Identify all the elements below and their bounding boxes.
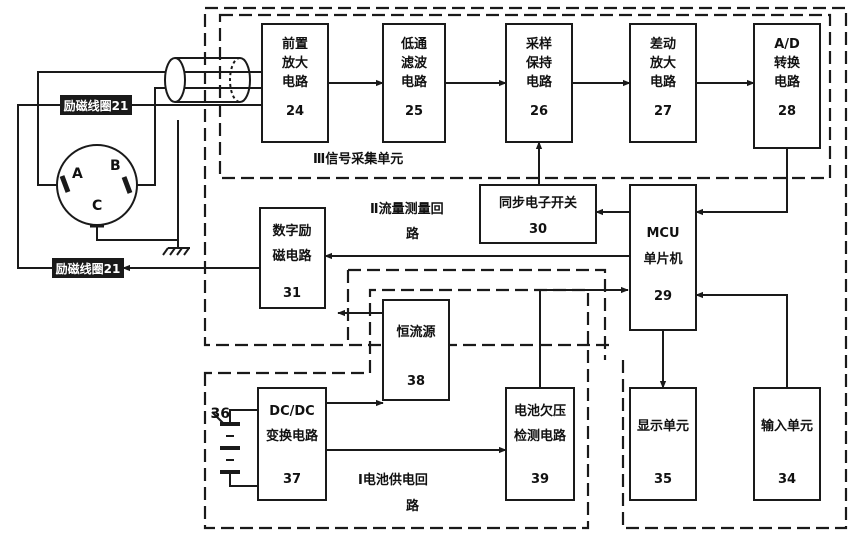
signal-acquisition-region-label: Ⅲ信号采集单元 (313, 151, 403, 167)
block-ad-converter-28: A/D 转换 电路 28 (753, 23, 821, 149)
block-battery-undervoltage-39-number: 39 (531, 472, 549, 487)
block-mcu-29-line1: MCU (646, 226, 679, 241)
block-input-34: 输入单元 34 (753, 387, 821, 501)
block-sample-hold-26-line2: 保持 (525, 55, 552, 71)
block-sample-hold-26-line1: 采样 (525, 36, 552, 52)
electrode-b-wire (137, 87, 262, 186)
block-lowpass-25-number: 25 (405, 104, 423, 119)
ground-icon (162, 247, 190, 256)
block-diff-amp-27-line3: 电路 (650, 74, 677, 90)
battery-loop-region-label-line2: 路 (406, 498, 420, 514)
block-digital-excitation-31-line2: 磁电路 (272, 248, 312, 264)
arrow-28-to-mcu (695, 148, 788, 216)
block-sample-hold-26-line3: 电路 (526, 74, 553, 90)
flow-loop-region-label-line2: 路 (406, 226, 420, 242)
block-digital-excitation-31-number: 31 (283, 286, 301, 301)
block-ad-converter-28-line2: 转换 (774, 55, 801, 71)
excitation-coil-bottom: 励磁线圈21 (52, 258, 124, 278)
block-ad-converter-28-number: 28 (778, 104, 796, 119)
excitation-coil-top-label: 励磁线圈21 (64, 98, 129, 113)
flow-loop-region-border (203, 6, 848, 530)
battery-loop-region-label-line1: Ⅰ电池供电回 (358, 472, 428, 488)
block-dcdc-37-line2: 变换电路 (266, 428, 319, 444)
block-preamp-24-line3: 电路 (282, 74, 309, 90)
block-sync-switch-30-number: 30 (529, 222, 547, 237)
block-digital-excitation-31: 数字励 磁电路 31 (259, 207, 326, 309)
block-display-35-label: 显示单元 (637, 418, 689, 434)
electrode-c-wire (96, 226, 178, 241)
block-sync-switch-30-label: 同步电子开关 (499, 195, 577, 211)
block-diff-amp-27-line1: 差动 (650, 36, 676, 52)
block-preamp-24-line1: 前置 (282, 36, 308, 52)
block-constant-current-38-number: 38 (407, 374, 425, 389)
battery-loop-region-border (203, 288, 590, 530)
shielded-cable-icon (164, 57, 251, 103)
block-preamp-24-line2: 放大 (281, 55, 308, 71)
block-display-35-number: 35 (654, 472, 672, 487)
arrow-input-to-mcu (695, 291, 788, 388)
electrode-c-label: C (92, 198, 102, 214)
electrode-b-mark (121, 176, 133, 194)
block-battery-undervoltage-39-line1: 电池欠压 (514, 403, 566, 419)
block-digital-excitation-31-line1: 数字励 (272, 223, 311, 239)
electrode-a-label: A (72, 166, 83, 182)
block-battery-undervoltage-39-line2: 检测电路 (514, 428, 567, 444)
block-mcu-29: MCU 单片机 29 (629, 184, 697, 331)
block-diff-amp-27-line2: 放大 (649, 55, 676, 71)
signal-acquisition-region-border (218, 13, 832, 180)
block-display-35: 显示单元 35 (629, 387, 697, 501)
block-input-34-label: 输入单元 (761, 418, 813, 434)
block-lowpass-25: 低通 滤波 电路 25 (382, 23, 446, 143)
electrode-a-mark (59, 175, 71, 193)
block-constant-current-38-label: 恒流源 (396, 324, 435, 340)
excitation-coil-bottom-label: 励磁线圈21 (56, 261, 121, 276)
block-lowpass-25-line1: 低通 (400, 36, 427, 52)
block-mcu-29-number: 29 (654, 289, 672, 304)
block-ad-converter-28-line1: A/D (774, 37, 800, 52)
battery-icon (211, 409, 258, 487)
arrow-undervoltage-to-mcu (539, 286, 629, 388)
electrode-a-wire (37, 71, 262, 186)
block-input-34-number: 34 (778, 472, 796, 487)
block-diff-amp-27: 差动 放大 电路 27 (629, 23, 697, 143)
block-dcdc-37: DC/DC 变换电路 37 (257, 387, 327, 501)
excitation-coil-top: 励磁线圈21 (60, 95, 132, 115)
flow-loop-region-label-line1: Ⅱ流量测量回 (370, 201, 444, 217)
block-battery-undervoltage-39: 电池欠压 检测电路 39 (505, 387, 575, 501)
block-lowpass-25-line3: 电路 (401, 74, 428, 90)
block-preamp-24-number: 24 (286, 104, 304, 119)
block-dcdc-37-line1: DC/DC (269, 404, 314, 419)
block-diff-amp-27-number: 27 (654, 104, 672, 119)
block-preamp-24: 前置 放大 电路 24 (261, 23, 329, 143)
block-sync-switch-30: 同步电子开关 30 (479, 184, 597, 244)
block-mcu-29-line2: 单片机 (643, 251, 682, 267)
block-sample-hold-26: 采样 保持 电路 26 (505, 23, 573, 143)
block-constant-current-38: 恒流源 38 (382, 299, 450, 401)
block-lowpass-25-line2: 滤波 (401, 55, 428, 71)
battery-number: 36 (211, 406, 230, 422)
block-ad-converter-28-line3: 电路 (774, 74, 801, 90)
block-dcdc-37-number: 37 (283, 472, 301, 487)
electrode-b-label: B (110, 158, 121, 174)
power-loop-inner-border (348, 268, 607, 360)
block-sample-hold-26-number: 26 (530, 104, 548, 119)
